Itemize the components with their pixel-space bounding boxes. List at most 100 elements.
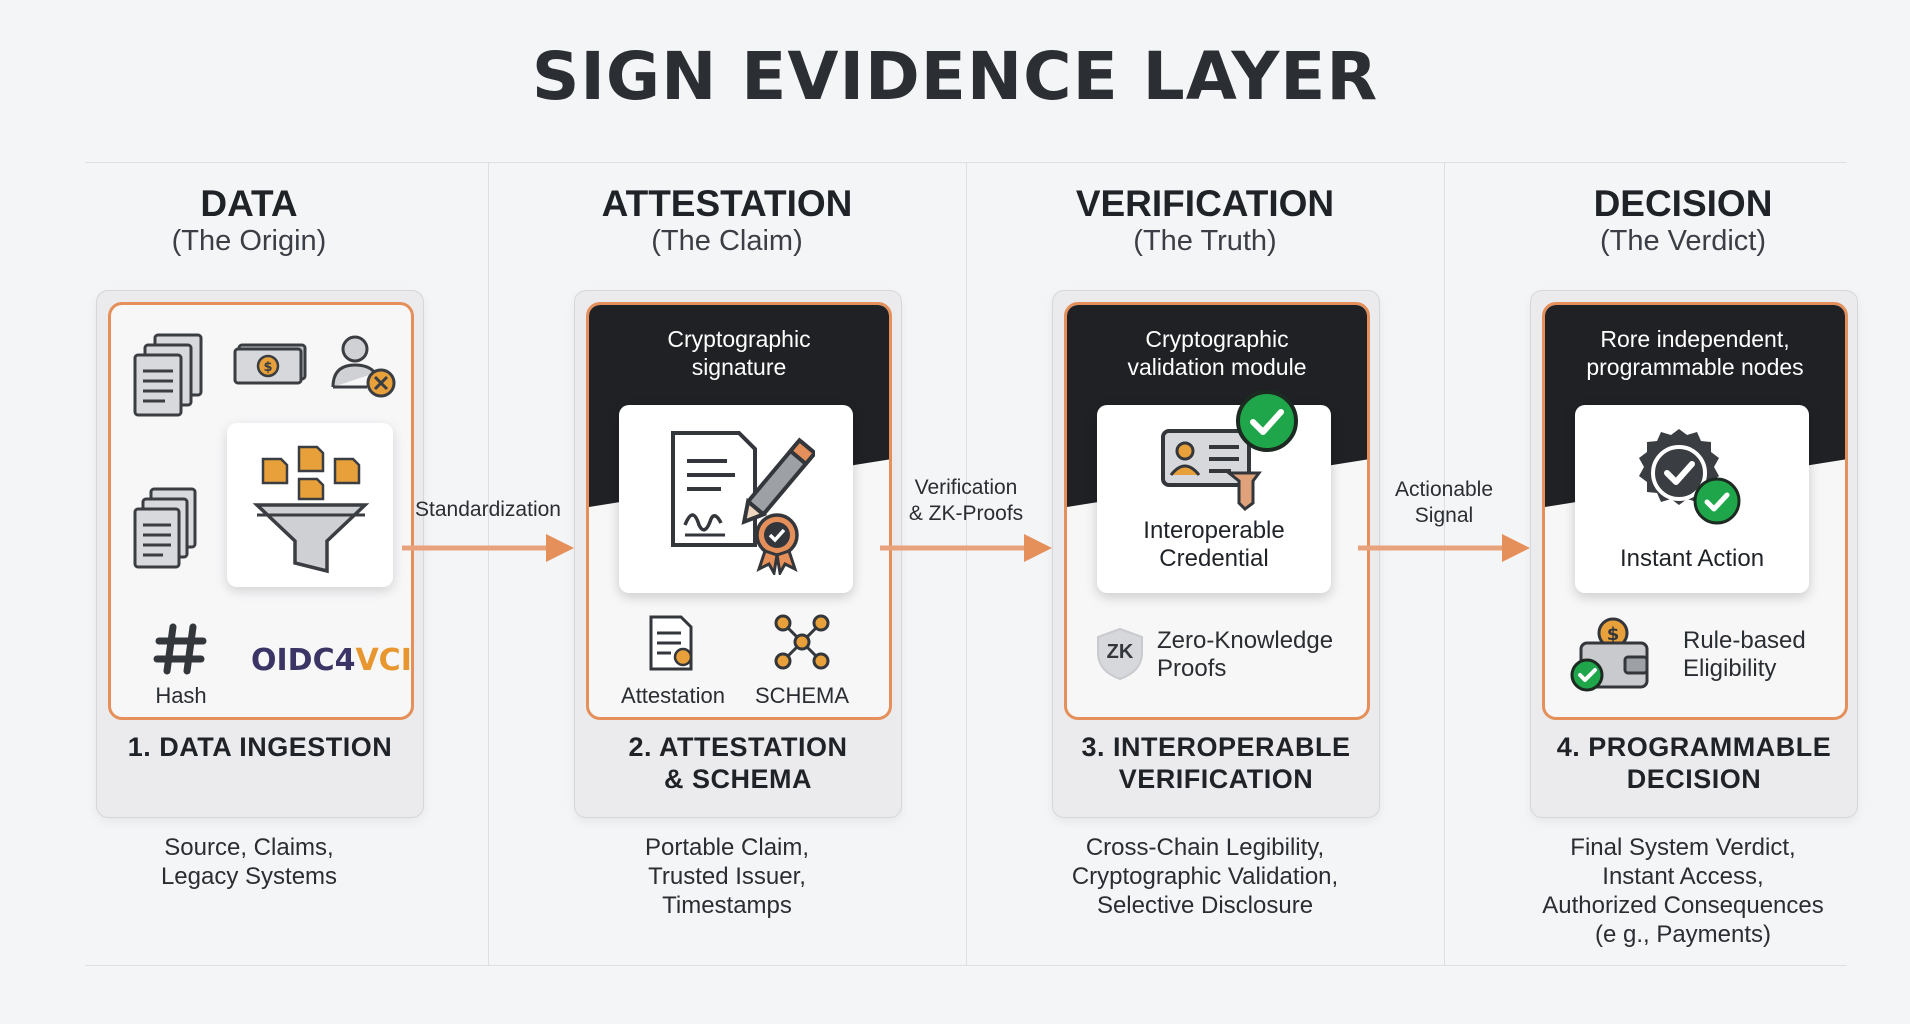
- column-data: DATA (The Origin) $: [10, 163, 488, 965]
- desc-line: Authorized Consequences: [1542, 892, 1824, 919]
- header-line: Cryptographic: [1145, 326, 1289, 352]
- signature-box: [619, 405, 853, 593]
- rule-text: Rule-based Eligibility: [1683, 627, 1806, 683]
- stage-label-line: VERIFICATION: [1118, 764, 1314, 794]
- flow-arrow-3: [1358, 534, 1530, 562]
- oidc4vci-logo: OIDC4VCI: [251, 643, 412, 678]
- stage-description: Cross-Chain Legibility, Cryptographic Va…: [966, 833, 1444, 920]
- stage-label-line: 1. DATA INGESTION: [127, 732, 393, 762]
- desc-line: Instant Access,: [1602, 863, 1764, 890]
- box-text-line: Interoperable: [1143, 517, 1285, 544]
- stage-label-line: 2. ATTESTATION: [628, 732, 848, 762]
- stage-label-line: 3. INTEROPERABLE: [1081, 732, 1351, 762]
- arrow-label-line: Verification: [914, 476, 1018, 499]
- desc-line: Legacy Systems: [160, 863, 338, 890]
- column-title: ATTESTATION: [601, 183, 853, 224]
- column-verification: VERIFICATION (The Truth) Cryptographic v…: [966, 163, 1444, 965]
- zk-text: Zero-Knowledge Proofs: [1157, 627, 1333, 683]
- desc-line: Cross-Chain Legibility,: [1085, 834, 1325, 861]
- panel-header: Rore independent, programmable nodes: [1545, 325, 1845, 381]
- top-divider: [85, 162, 1847, 163]
- column-divider-2: [966, 163, 967, 965]
- arrow-label-verification: Verification & ZK-Proofs: [891, 475, 1041, 527]
- action-box: Instant Action: [1575, 405, 1809, 593]
- column-decision: DECISION (The Verdict) Rore independent,…: [1444, 163, 1910, 965]
- header-line: Rore independent,: [1600, 326, 1790, 352]
- stage-label: 1. DATA INGESTION: [97, 731, 423, 763]
- zk-badge: ZK: [1106, 641, 1134, 663]
- stage-label-line: 4. PROGRAMMABLE: [1556, 732, 1832, 762]
- arrow-label-line: Standardization: [415, 498, 561, 521]
- header-line: Cryptographic: [667, 326, 811, 352]
- flow-arrow-2: [880, 534, 1052, 562]
- credential-text: Interoperable Credential: [1097, 517, 1331, 573]
- stage-label-line: & SCHEMA: [663, 764, 812, 794]
- stage-label: 3. INTEROPERABLE VERIFICATION: [1053, 731, 1379, 795]
- flow-arrow-1: [402, 534, 574, 562]
- column-title: DECISION: [1593, 183, 1773, 224]
- zk-text-line: Proofs: [1157, 655, 1227, 682]
- page-title: SIGN EVIDENCE LAYER: [531, 38, 1379, 115]
- stage-panel: Rore independent, programmable nodes Ins…: [1542, 302, 1848, 720]
- column-subtitle: (The Truth): [1133, 225, 1277, 257]
- header-line: signature: [691, 354, 787, 380]
- stage-description: Source, Claims, Legacy Systems: [10, 833, 488, 891]
- desc-line: Selective Disclosure: [1096, 892, 1314, 919]
- column-title: DATA: [200, 183, 298, 224]
- bottom-divider: [85, 965, 1847, 966]
- desc-line: Cryptographic Validation,: [1071, 863, 1339, 890]
- box-text-line: Credential: [1159, 545, 1269, 572]
- documents-icon: [133, 333, 203, 417]
- stage-panel: Cryptographic validation module Interope…: [1064, 302, 1370, 720]
- column-divider-3: [1444, 163, 1445, 965]
- verified-gear-icon: [1639, 429, 1741, 525]
- desc-line: Final System Verdict,: [1570, 834, 1796, 861]
- attestation-label: Attestation: [621, 683, 725, 708]
- panel-header: Cryptographic signature: [589, 325, 889, 381]
- stage-label-line: DECISION: [1626, 764, 1762, 794]
- attestation-icon: [649, 615, 693, 671]
- arrow-label-line: Actionable: [1394, 478, 1494, 501]
- desc-line: Trusted Issuer,: [648, 863, 806, 890]
- desc-line: (e g., Payments): [1594, 921, 1772, 948]
- signed-document-icon: [671, 431, 815, 575]
- header-line: validation module: [1127, 354, 1307, 380]
- hash-icon: [153, 623, 207, 675]
- column-subtitle: (The Verdict): [1600, 225, 1766, 257]
- stage-panel: Cryptographic signature: [586, 302, 892, 720]
- oidc-suffix: VCI: [355, 643, 412, 678]
- stage-card: Rore independent, programmable nodes Ins…: [1530, 290, 1858, 818]
- svg-text:$: $: [1607, 624, 1620, 645]
- arrow-label-line: & ZK-Proofs: [908, 502, 1024, 525]
- column-title: VERIFICATION: [1075, 183, 1335, 224]
- arrow-label-signal: Actionable Signal: [1369, 477, 1519, 529]
- wallet-icon: $: [1570, 617, 1649, 692]
- desc-line: Source, Claims,: [164, 834, 334, 861]
- stage-label: 2. ATTESTATION & SCHEMA: [575, 731, 901, 795]
- column-divider-1: [488, 163, 489, 965]
- documents-icon: [133, 487, 197, 569]
- arrow-label-standardization: Standardization: [410, 497, 566, 523]
- stage-card: Cryptographic signature: [574, 290, 902, 818]
- desc-line: Portable Claim,: [644, 834, 810, 861]
- credential-icon: [1161, 429, 1262, 511]
- stage-card: Cryptographic validation module Interope…: [1052, 290, 1380, 818]
- svg-text:$: $: [263, 360, 272, 375]
- stage-description: Final System Verdict, Instant Access, Au…: [1444, 833, 1910, 949]
- funnel-box: [227, 423, 393, 587]
- column-subtitle: (The Origin): [171, 225, 327, 257]
- rule-text-line: Eligibility: [1683, 655, 1777, 682]
- desc-line: Timestamps: [662, 892, 792, 919]
- header-line: programmable nodes: [1586, 354, 1804, 380]
- funnel-icon: [252, 445, 370, 574]
- schema-label: SCHEMA: [754, 683, 850, 708]
- money-icon: $: [233, 343, 307, 385]
- panel-header: Cryptographic validation module: [1067, 325, 1367, 381]
- rule-text-line: Rule-based: [1683, 627, 1806, 654]
- stage-card: $: [96, 290, 424, 818]
- stage-label: 4. PROGRAMMABLE DECISION: [1531, 731, 1857, 795]
- action-text: Instant Action: [1619, 545, 1765, 572]
- column-subtitle: (The Claim): [651, 225, 803, 257]
- zk-shield-icon: [1097, 627, 1143, 681]
- user-settings-icon: [331, 335, 396, 398]
